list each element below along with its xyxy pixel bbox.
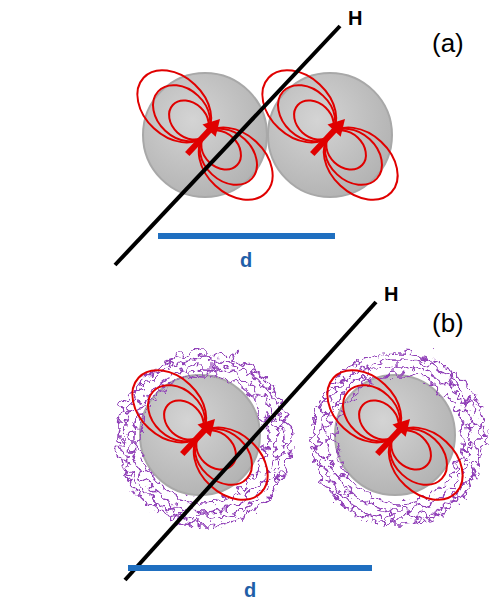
panel-a bbox=[115, 26, 412, 265]
panel-label: (b) bbox=[432, 310, 464, 336]
field-label: H bbox=[384, 284, 398, 304]
field-label: H bbox=[348, 8, 362, 28]
polymer-shell bbox=[114, 349, 481, 521]
panel-b bbox=[114, 302, 481, 580]
distance-label: d bbox=[240, 250, 252, 270]
distance-label: d bbox=[244, 580, 256, 600]
panel-label: (a) bbox=[432, 30, 464, 56]
